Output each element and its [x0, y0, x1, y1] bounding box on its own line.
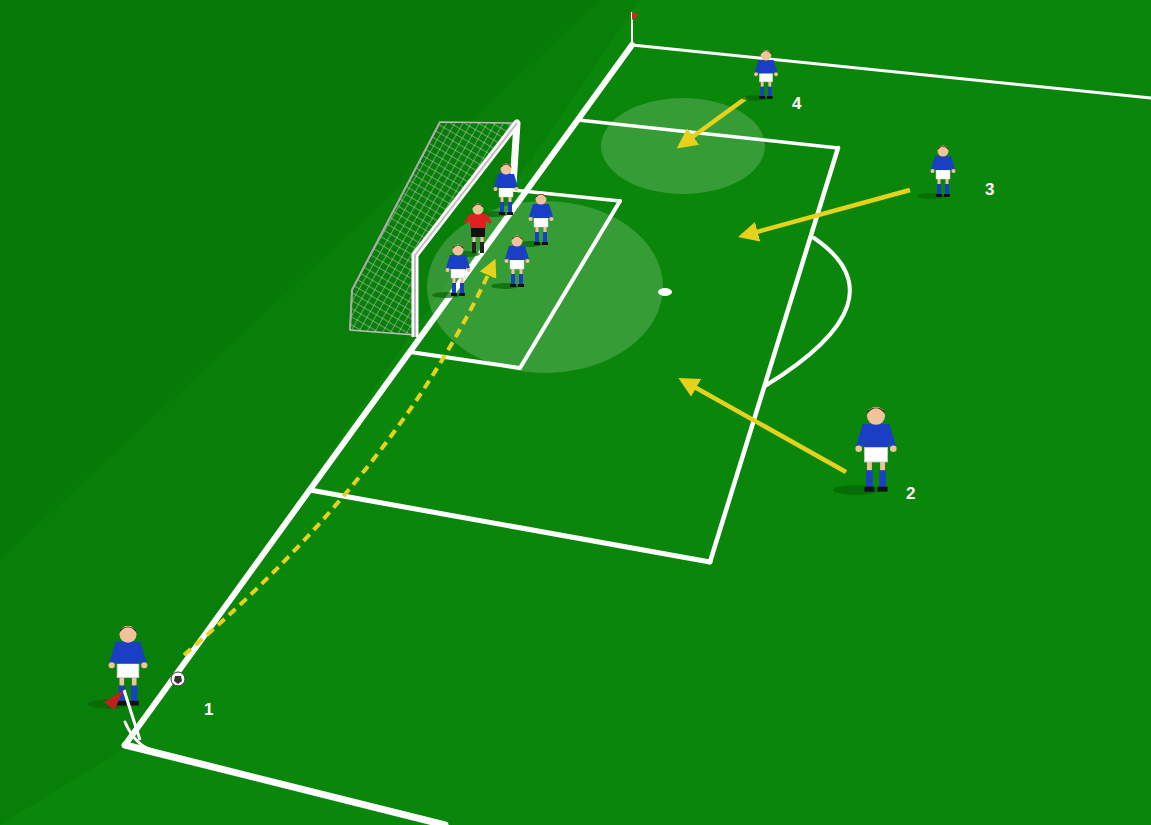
callout-number: 4 [792, 94, 801, 114]
callout-number: 1 [204, 700, 213, 720]
defending-players [432, 164, 554, 299]
callout-number: 2 [906, 484, 915, 504]
callout-number: 3 [985, 180, 994, 200]
ball-path [184, 262, 494, 655]
corner-flag [104, 690, 140, 740]
ball [171, 672, 185, 686]
target-zone [601, 98, 765, 194]
corner-flag [632, 12, 639, 44]
attacking-players [88, 50, 956, 709]
outside-area [0, 0, 640, 825]
goal [350, 122, 517, 337]
pitch-lines [125, 45, 1151, 825]
